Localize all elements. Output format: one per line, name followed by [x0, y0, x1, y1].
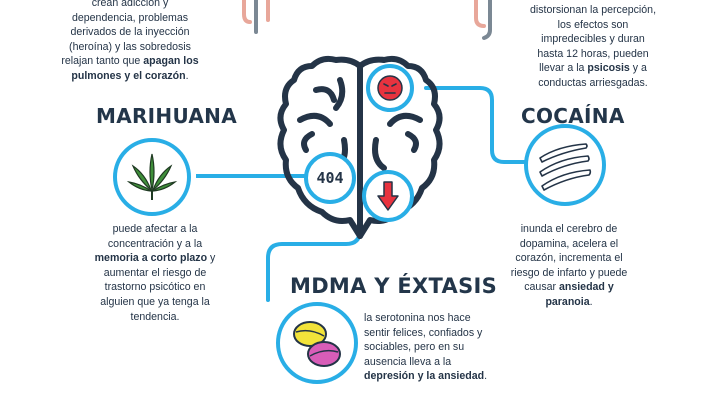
- lsd-line4: hasta 12 horas, pueden: [537, 47, 649, 60]
- marihuana-line1: puede afectar a la: [112, 223, 198, 235]
- cannabis-leaf-icon: [126, 153, 178, 200]
- mdma-line5-text: .: [484, 370, 488, 383]
- brain-404-node: 404: [304, 152, 356, 204]
- cocaina-line2: dopamina, acelera el: [519, 237, 619, 250]
- cocaina-icon-circle: [524, 124, 606, 206]
- down-arrow-icon: [377, 181, 399, 211]
- mdma-line4: ausencia lleva a la: [364, 355, 452, 368]
- lsd-line2: los efectos son: [557, 18, 629, 31]
- mdma-line1: la serotonina nos hace: [364, 312, 471, 324]
- mdma-title: MDMA Y ÉXTASIS: [290, 274, 498, 298]
- lsd-line1: distorsionan la percepción,: [529, 4, 657, 16]
- lsd-line5-bold: psicosis: [587, 62, 630, 75]
- lsd-line5-post: y a: [629, 62, 647, 75]
- cocaina-description: inunda el cerebro de dopamina, acelera e…: [500, 222, 638, 310]
- heroina-line5: relajan tanto que apagan los: [40, 54, 220, 69]
- mdma-description: la serotonina nos hace sentir felices, c…: [364, 311, 504, 384]
- marihuana-line3: memoria a corto plazo y: [80, 251, 230, 266]
- lsd-description: distorsionan la percepción, los efectos …: [508, 3, 678, 91]
- heroina-line2: dependencia, problemas: [71, 11, 189, 24]
- badge-404-label: 404: [316, 169, 344, 187]
- heroina-line6-bold: pulmones y el corazón: [71, 69, 186, 82]
- heroina-line6: pulmones y el corazón.: [40, 69, 220, 84]
- mdma-line2: sentir felices, confiados y: [364, 326, 483, 339]
- mdma-line5: depresión y la ansiedad.: [364, 369, 504, 384]
- cocaina-line4: riesgo de infarto y puede: [510, 266, 628, 279]
- cocaina-line5: causar ansiedad y: [500, 280, 638, 295]
- lsd-line3: impredecibles y duran: [541, 33, 645, 46]
- heroina-line4: (heroína) y las sobredosis: [69, 40, 191, 53]
- marihuana-icon-circle: [113, 138, 191, 216]
- cocaina-line3: corazón, incrementa el: [515, 252, 623, 265]
- cocaina-line5-bold: ansiedad y: [558, 281, 614, 294]
- angry-face-icon: [377, 75, 403, 101]
- brain-top-node: [366, 64, 414, 112]
- brain-bottom-node: [362, 170, 414, 222]
- marihuana-line2: concentración y a la: [107, 237, 203, 250]
- cocaine-lines-icon: [539, 143, 592, 191]
- marihuana-line3-bold: memoria a corto plazo: [94, 252, 208, 265]
- mdma-line5-bold: depresión y la ansiedad: [364, 370, 485, 383]
- marihuana-description: puede afectar a la concentración y a la …: [80, 222, 230, 324]
- cocaina-line1: inunda el cerebro de: [520, 223, 618, 235]
- heroina-description: crean adicción y dependencia, problemas …: [40, 0, 220, 84]
- marihuana-line3-text: y: [207, 252, 216, 265]
- heroina-line5-bold: apagan los: [143, 55, 199, 68]
- mdma-line3: sociables, pero en su: [364, 341, 465, 354]
- pills-icon: [293, 321, 341, 367]
- lsd-line5: llevar a la psicosis y a: [508, 61, 678, 76]
- marihuana-line6: alguien que ya tenga la: [100, 295, 210, 308]
- cocaina-line6-bold: paranoia: [545, 295, 590, 308]
- marihuana-line7: tendencia.: [130, 310, 180, 323]
- cocaina-line5-text: causar: [524, 281, 559, 294]
- heroina-line5-text: relajan tanto que: [61, 55, 144, 68]
- lsd-line6: conductas arriesgadas.: [538, 76, 648, 89]
- mdma-icon-circle: [276, 302, 358, 384]
- marihuana-line4: aumentar el riesgo de: [103, 266, 207, 279]
- brain-illustration: [277, 55, 443, 239]
- cocaina-connector: [424, 86, 526, 164]
- marihuana-line5: trastorno psicótico en: [104, 281, 206, 294]
- cocaina-line6-text: .: [589, 295, 593, 308]
- vein-decoration-right: [474, 0, 492, 40]
- vein-decoration-left: [242, 0, 270, 34]
- cocaina-line6: paranoia.: [500, 295, 638, 310]
- marihuana-title: MARIHUANA: [96, 104, 237, 128]
- heroina-line3: derivados de la inyección: [70, 26, 190, 39]
- heroina-line6-text: .: [185, 69, 189, 82]
- heroina-line1: crean adicción y: [91, 0, 169, 9]
- lsd-line5-text: llevar a la: [539, 62, 588, 75]
